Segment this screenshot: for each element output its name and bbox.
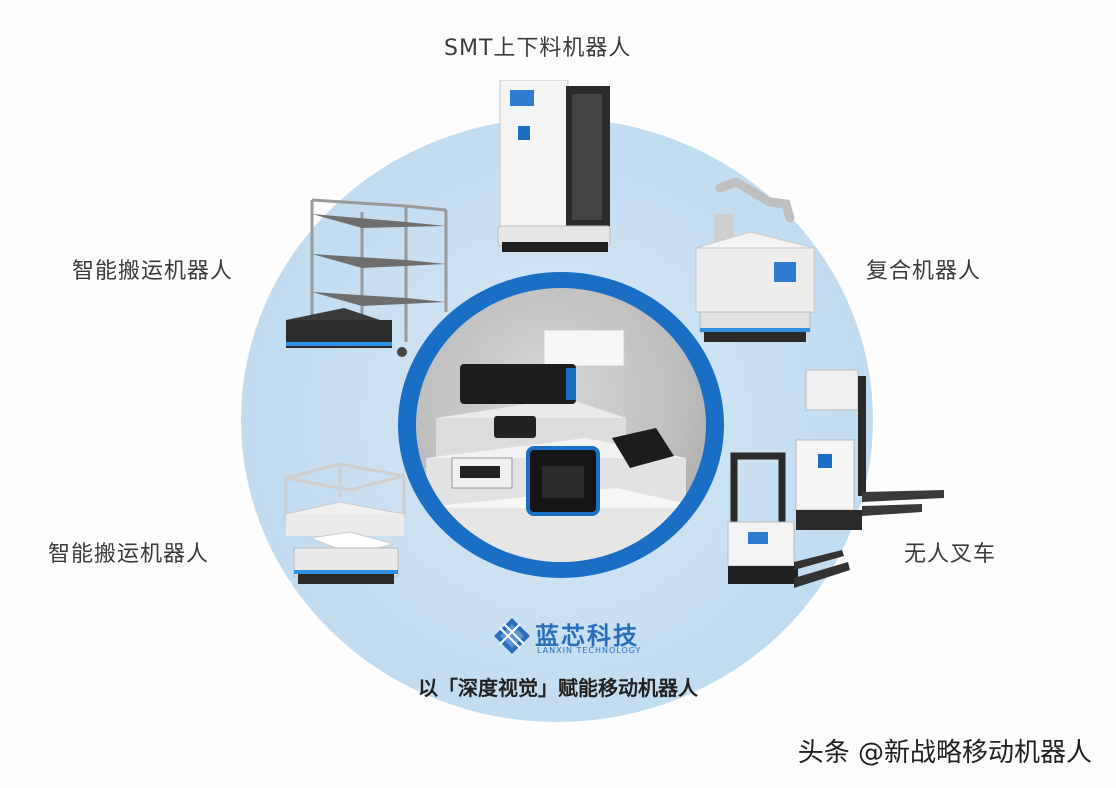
transport-robot-rack-image [280,458,408,602]
brand-logo-icon [494,618,530,654]
brand-logo: 蓝芯科技 LANXIN TECHNOLOGY [492,616,662,660]
camera-products-image [416,288,706,562]
watermark-text: 头条 @新战略移动机器人 [797,738,1092,768]
composite-robot-image [690,177,820,352]
label-smt-robot: SMT上下料机器人 [444,36,632,61]
label-forklift: 无人叉车 [904,542,997,567]
label-transport-robot-top: 智能搬运机器人 [72,259,234,284]
transport-robot-shelf-image [282,192,454,371]
smt-robot-image [496,79,616,259]
label-transport-robot-bottom: 智能搬运机器人 [48,542,210,567]
brand-name-cn: 蓝芯科技 [535,622,639,650]
brand-name-en: LANXIN TECHNOLOGY [537,646,642,655]
label-composite-robot: 复合机器人 [866,259,982,284]
slogan-text: 以「深度视觉」赋能移动机器人 [418,676,698,700]
forklift-robots-image [722,366,948,610]
